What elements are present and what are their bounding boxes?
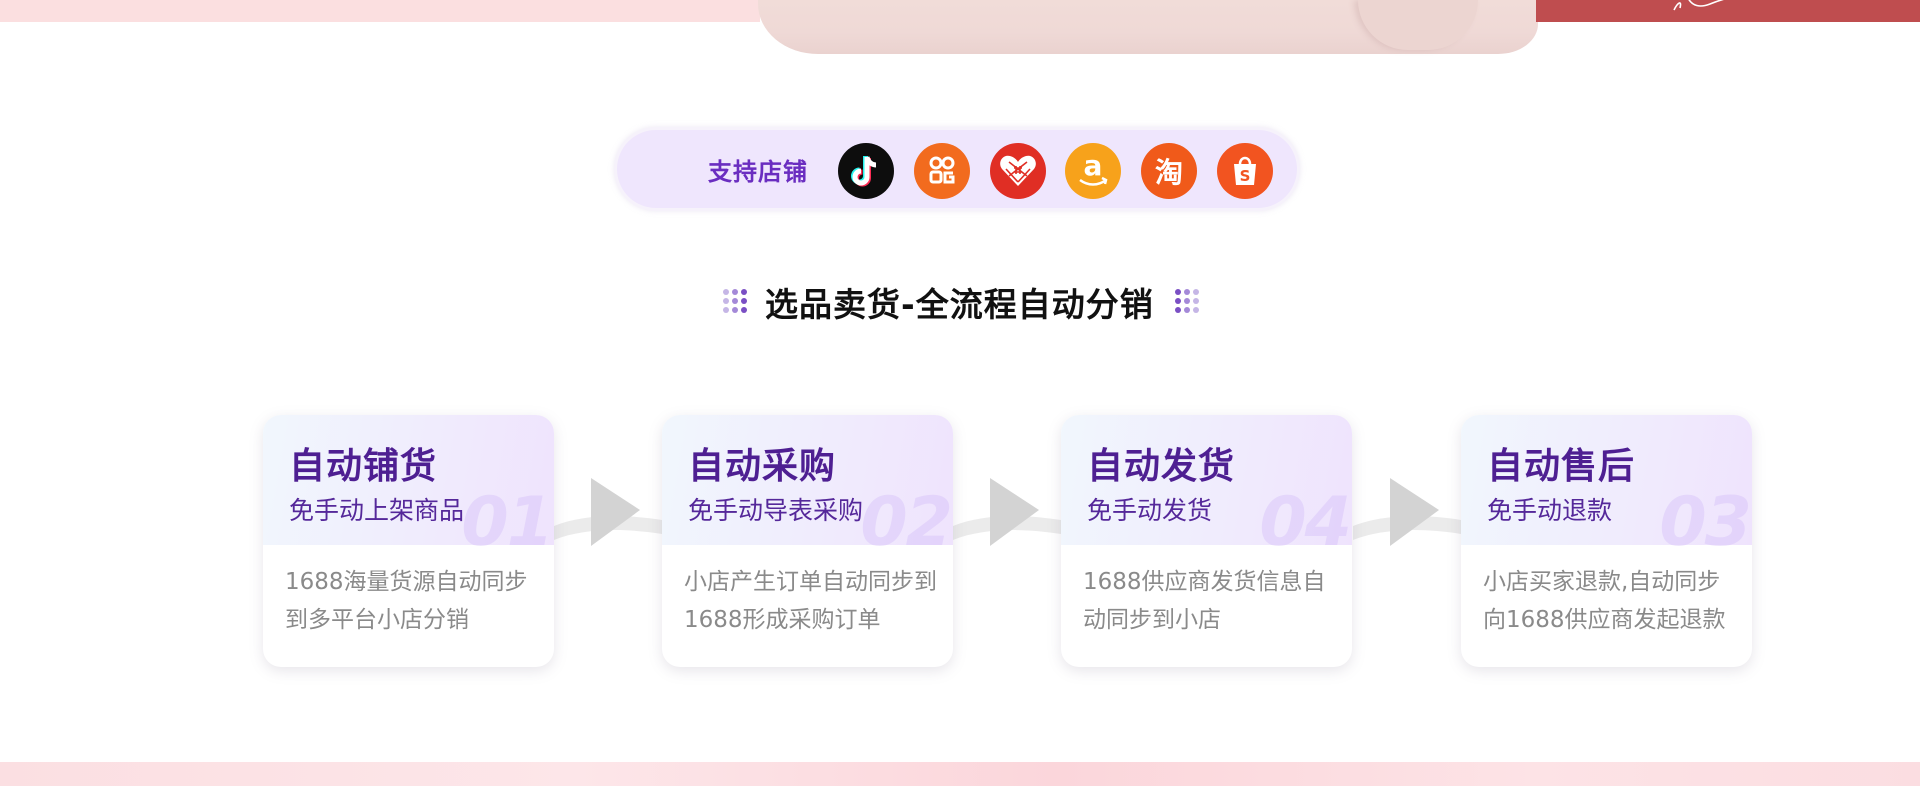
- dots-right-icon: [1175, 289, 1199, 313]
- section-title: 选品卖货-全流程自动分销: [765, 285, 1154, 324]
- signature-icon: [1673, 0, 1724, 11]
- amazon-icon[interactable]: a: [1065, 143, 1121, 199]
- top-banner-red: [1536, 0, 1920, 22]
- pinduoduo-icon[interactable]: [990, 143, 1046, 199]
- card-header: 02 自动采购 免手动导表采购: [662, 415, 953, 562]
- step-title: 自动发货: [1087, 446, 1236, 487]
- step-number: 04: [1259, 483, 1352, 562]
- step-description: 1688海量货源自动同步到多平台小店分销: [285, 569, 528, 633]
- shopee-icon[interactable]: S: [1217, 143, 1273, 199]
- step-card-auto-aftersale: 03 自动售后 免手动退款 小店买家退款,自动同步向1688供应商发起退款: [1461, 415, 1752, 667]
- step-title: 自动铺货: [289, 446, 438, 487]
- step-title: 自动售后: [1487, 446, 1636, 487]
- dots-left-icon: [723, 289, 747, 313]
- card-header: 04 自动发货 免手动发货: [1061, 415, 1352, 562]
- tiktok-icon[interactable]: [838, 143, 894, 199]
- step-subtitle: 免手动上架商品: [289, 496, 465, 525]
- top-banner-pink: [0, 0, 760, 22]
- card-header: 01 自动铺货 免手动上架商品: [263, 415, 554, 562]
- flow-arrow-icon: [554, 478, 662, 546]
- taobao-glyph: 淘: [1154, 156, 1183, 189]
- step-subtitle: 免手动退款: [1487, 496, 1613, 525]
- card-header: 03 自动售后 免手动退款: [1461, 415, 1752, 562]
- supported-platforms-bar: 支持店铺 a 淘 S: [614, 127, 1300, 211]
- step-number: 01: [461, 483, 554, 562]
- step-description: 小店产生订单自动同步到1688形成采购订单: [684, 569, 937, 633]
- flow-arrow-icon: [1353, 478, 1461, 546]
- flow-arrow-icon: [953, 478, 1061, 546]
- taobao-icon[interactable]: 淘: [1141, 143, 1197, 199]
- supported-platforms-label: 支持店铺: [708, 158, 808, 186]
- bottom-banner: [0, 762, 1920, 786]
- step-number: 02: [860, 483, 953, 562]
- hand-image: [758, 0, 1538, 54]
- step-card-auto-listing: 01 自动铺货 免手动上架商品 1688海量货源自动同步到多平台小店分销: [263, 415, 554, 667]
- svg-text:S: S: [1240, 167, 1251, 185]
- kuaishou-icon[interactable]: [914, 143, 970, 199]
- step-card-auto-shipping: 04 自动发货 免手动发货 1688供应商发货信息自动同步到小店: [1061, 415, 1352, 667]
- step-title: 自动采购: [688, 446, 837, 487]
- step-subtitle: 免手动发货: [1087, 496, 1213, 525]
- step-card-auto-purchase: 02 自动采购 免手动导表采购 小店产生订单自动同步到1688形成采购订单: [662, 415, 953, 667]
- step-subtitle: 免手动导表采购: [688, 496, 864, 525]
- step-description: 1688供应商发货信息自动同步到小店: [1083, 569, 1326, 633]
- step-description: 小店买家退款,自动同步向1688供应商发起退款: [1483, 569, 1726, 633]
- svg-text:a: a: [1084, 151, 1103, 182]
- step-number: 03: [1659, 483, 1752, 562]
